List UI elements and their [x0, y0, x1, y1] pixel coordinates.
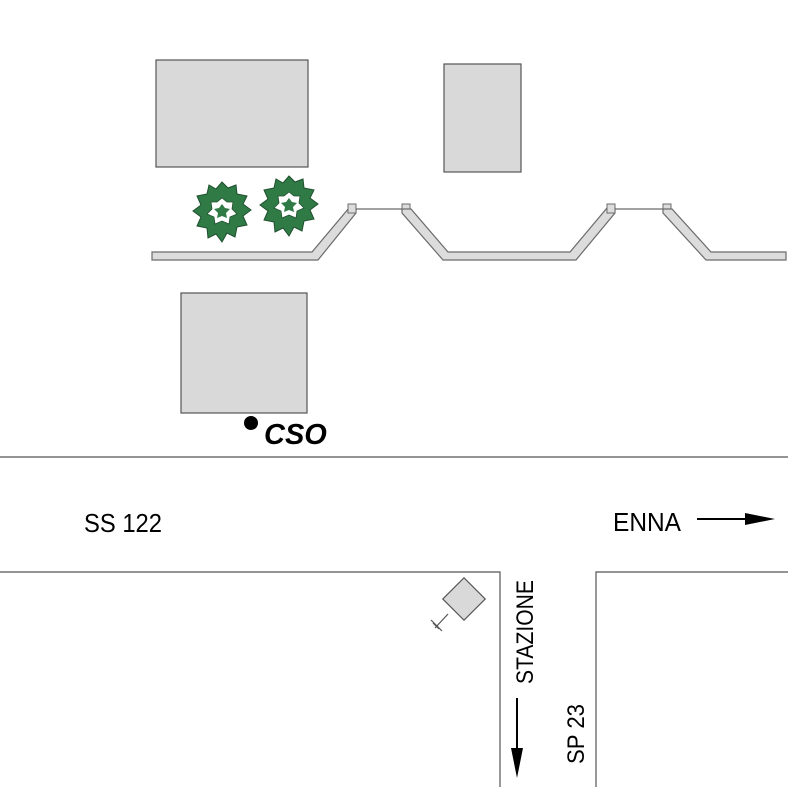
- side-road-left-label: STAZIONE: [512, 580, 539, 684]
- wall-segment-east: [662, 208, 787, 261]
- wall-post: [606, 203, 616, 214]
- roadsign-icon: [430, 576, 487, 632]
- destination-label: ENNA: [613, 507, 682, 537]
- arrow-right-icon: [697, 513, 775, 525]
- perimeter-wall: [151, 203, 787, 261]
- tree-icon: [192, 181, 252, 243]
- main-road-south-edge-west: [0, 571, 501, 787]
- station-code-label: CSO: [264, 419, 327, 451]
- arrow-down-icon: [511, 698, 523, 778]
- wall-post: [347, 203, 357, 214]
- building-cso: [180, 292, 308, 414]
- side-road-right-label: SP 23: [563, 704, 590, 764]
- building-top-middle: [443, 63, 522, 173]
- main-road-label: SS 122: [84, 508, 162, 538]
- main-road-south-edge-east: [595, 571, 788, 787]
- tree-icon: [259, 175, 319, 237]
- wall-segment-middle: [401, 207, 616, 261]
- wall-segment-west: [151, 207, 357, 261]
- building-top-left: [155, 59, 309, 168]
- station-dot-icon: [244, 416, 258, 430]
